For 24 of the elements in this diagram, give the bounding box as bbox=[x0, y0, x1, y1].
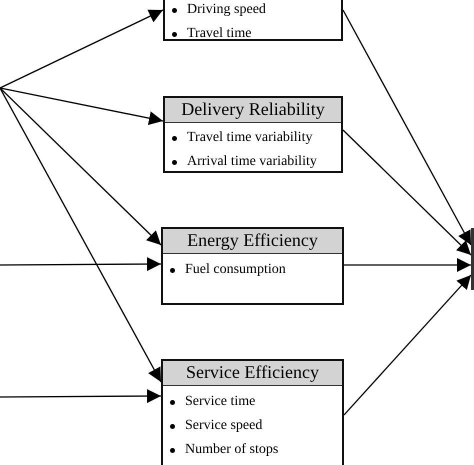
bullet-item: Number of stops bbox=[185, 442, 278, 458]
arrow bbox=[344, 274, 472, 416]
bullet-item: Travel time bbox=[187, 26, 252, 42]
arrow bbox=[342, 10, 472, 246]
bullet-item: Arrival time variability bbox=[187, 154, 317, 170]
arrow bbox=[0, 88, 162, 382]
arrow bbox=[344, 258, 471, 272]
criteria-box bbox=[161, 227, 344, 305]
criteria-box bbox=[161, 359, 344, 465]
arrow bbox=[0, 88, 162, 246]
box-heading: Energy Efficiency bbox=[163, 229, 342, 254]
arrow bbox=[0, 389, 161, 404]
box-heading: Delivery Reliability bbox=[165, 98, 341, 123]
bullet-item: Driving speed bbox=[187, 2, 266, 18]
arrow bbox=[342, 130, 472, 256]
criteria-box bbox=[163, 96, 343, 173]
bullet-item: Travel time variability bbox=[187, 130, 312, 146]
arrow bbox=[0, 9, 164, 89]
box-heading: Service Efficiency bbox=[163, 361, 342, 386]
bullet-item: Service speed bbox=[185, 418, 262, 434]
bullet-item: Fuel consumption bbox=[185, 262, 286, 278]
arrow bbox=[0, 87, 164, 126]
bullet-item: Service time bbox=[185, 394, 256, 410]
arrow bbox=[0, 257, 161, 272]
